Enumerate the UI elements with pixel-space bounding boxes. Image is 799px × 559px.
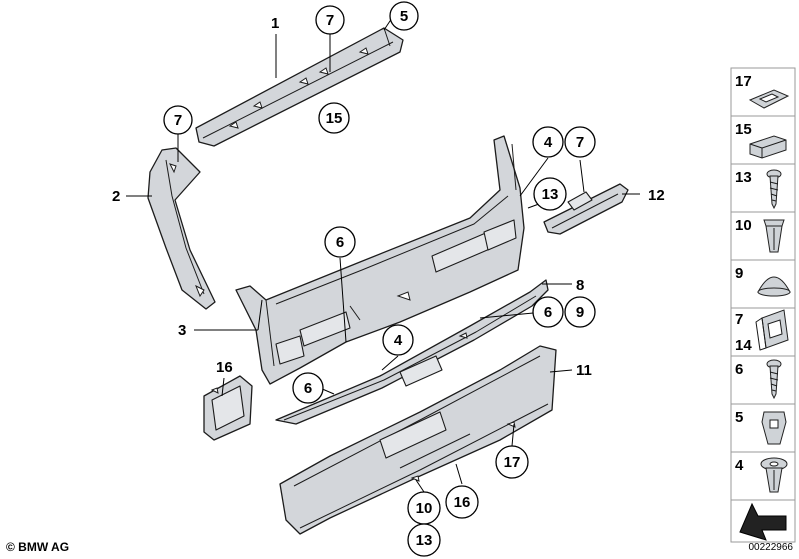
callout-4-circle <box>532 126 564 158</box>
callout-6: 6 <box>544 304 552 321</box>
legend-item-5: 5 <box>730 403 796 453</box>
screw-icon <box>766 169 782 210</box>
bracket-clip-icon <box>755 309 789 351</box>
callout-5: 5 <box>400 8 408 25</box>
part-12-bracket <box>543 183 629 235</box>
legend-label-13: 13 <box>735 169 752 186</box>
legend-item-17: 17 <box>730 67 796 117</box>
part-8-sill-strip <box>275 279 549 425</box>
callout-7-circle <box>315 5 345 35</box>
legend-label-5: 5 <box>735 409 743 426</box>
callout-9-circle <box>564 296 596 328</box>
legend-label-7: 7 <box>735 311 743 328</box>
callout-1: 1 <box>271 15 279 32</box>
callout-12: 12 <box>648 187 665 204</box>
callout-6-circle <box>324 226 356 258</box>
cap-icon <box>757 276 791 297</box>
legend-label-9: 9 <box>735 265 743 282</box>
callout-2: 2 <box>112 188 120 205</box>
grommet-icon <box>748 89 790 109</box>
legend-label-15: 15 <box>735 121 752 138</box>
callout-7: 7 <box>576 134 584 151</box>
legend-item-13: 13 <box>730 163 796 213</box>
callout-6-circle <box>532 296 564 328</box>
callout-16-circle <box>445 485 479 519</box>
callout-6: 6 <box>304 380 312 397</box>
part-2-pillar-trim <box>147 147 216 310</box>
callout-8: 8 <box>576 277 584 294</box>
legend-label-4: 4 <box>735 457 744 474</box>
callout-7: 7 <box>174 112 182 129</box>
expanding-rivet-icon <box>760 457 788 493</box>
part-3-tailgate-trim <box>235 135 525 385</box>
screw-icon <box>766 359 782 400</box>
legend-label-14: 14 <box>735 337 752 354</box>
legend-item-4: 4 <box>730 451 796 501</box>
legend-item-15: 15 <box>730 115 796 165</box>
callout-17: 17 <box>504 454 521 471</box>
legend-label-10: 10 <box>735 217 752 234</box>
legend-item-9: 9 <box>730 259 796 309</box>
callout-10: 10 <box>416 500 433 517</box>
callout-7-circle <box>163 105 193 135</box>
callout-13-circle <box>407 523 441 557</box>
callout-13: 13 <box>542 186 559 203</box>
callout-3: 3 <box>178 322 186 339</box>
part-1-upper-trim <box>195 27 404 147</box>
callout-16: 16 <box>454 494 471 511</box>
callout-11: 11 <box>576 362 592 379</box>
part-16-cover <box>203 375 253 441</box>
diagram-id: 00222966 <box>748 542 794 553</box>
callout-17-circle <box>495 445 529 479</box>
callout-7: 7 <box>326 12 334 29</box>
callout-6-circle <box>292 372 324 404</box>
callout-7-circle <box>564 126 596 158</box>
expanding-nut-icon <box>763 219 785 253</box>
callout-4: 4 <box>394 332 403 349</box>
part-11-load-sill <box>279 345 557 535</box>
callout-16: 16 <box>216 359 233 376</box>
callout-6: 6 <box>336 234 344 251</box>
legend-label-6: 6 <box>735 361 743 378</box>
legend-item-7-14: 7 14 <box>730 307 796 357</box>
legend-item-10: 10 <box>730 211 796 261</box>
callout-13-circle <box>533 177 567 211</box>
callout-4-circle <box>382 324 414 356</box>
callout-4: 4 <box>544 134 553 151</box>
small-parts-legend: 17 15 13 <box>730 67 796 543</box>
spring-nut-icon <box>761 411 787 445</box>
callout-9: 9 <box>576 304 584 321</box>
callout-15-circle <box>318 102 350 134</box>
arrow-icon <box>739 502 787 541</box>
callouts: 1 7 5 15 7 2 4 7 13 12 6 8 6 9 3 4 16 6 … <box>112 1 665 557</box>
callout-13: 13 <box>416 532 433 549</box>
callout-5-circle <box>389 1 419 31</box>
copyright-label: © BMW AG <box>6 540 70 554</box>
callout-15: 15 <box>326 110 343 127</box>
legend-label-17: 17 <box>735 73 752 90</box>
orientation-cell <box>730 499 796 543</box>
foam-pad-icon <box>749 135 787 159</box>
legend-item-6: 6 <box>730 355 796 405</box>
